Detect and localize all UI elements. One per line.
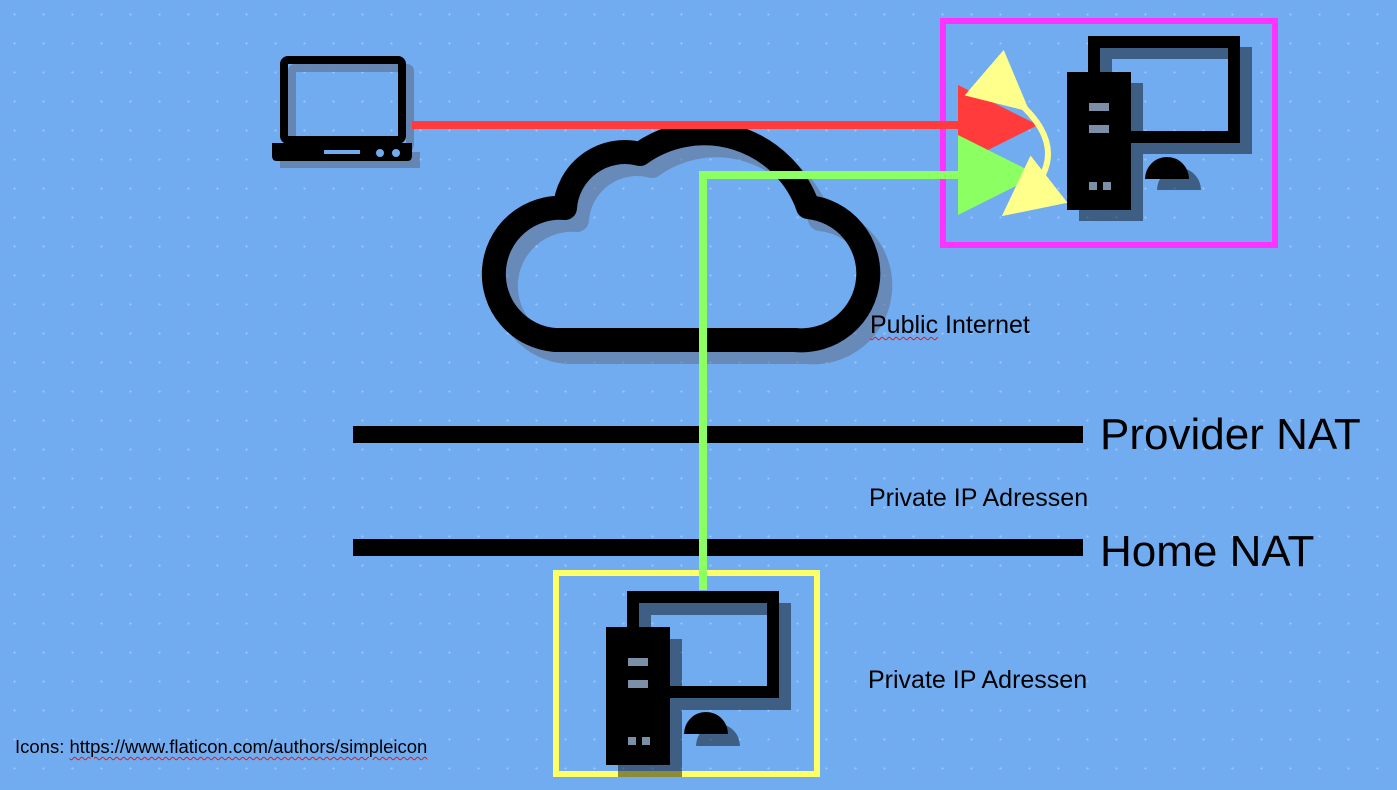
desktop-computer-icon (606, 597, 785, 777)
provider-nat-label: Provider NAT (1100, 410, 1361, 459)
icon-credit: Icons: https://www.flaticon.com/authors/… (15, 736, 428, 757)
provider-nat-bar (353, 426, 1083, 443)
credit-link[interactable]: https://www.flaticon.com/authors/simplei… (69, 736, 428, 757)
public-host-frame (940, 18, 1278, 248)
private-ip-label-upper: Private IP Adressen (869, 484, 1089, 512)
laptop-icon (272, 56, 420, 168)
home-host-frame (553, 570, 820, 777)
green-connection-arrow (699, 135, 1038, 590)
public-internet-label: Public Internet (870, 311, 1030, 339)
desktop-computer-icon (1067, 42, 1246, 221)
home-nat-label: Home NAT (1100, 527, 1315, 576)
cloud-icon (481, 121, 893, 365)
home-nat-bar (353, 539, 1083, 556)
private-ip-label-lower: Private IP Adressen (868, 666, 1088, 694)
yellow-forwarding-arrow (964, 49, 1068, 217)
